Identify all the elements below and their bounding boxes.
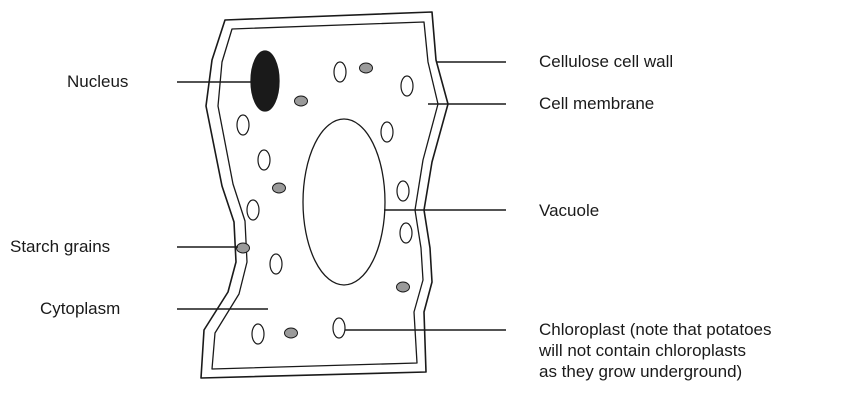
starch-grain: [273, 183, 286, 193]
nucleus-shape: [251, 51, 279, 111]
starch-grains-label: Starch grains: [10, 236, 110, 257]
starch-grain: [295, 96, 308, 106]
chloroplast: [400, 223, 412, 243]
chloroplast: [247, 200, 259, 220]
chloroplast: [381, 122, 393, 142]
cell-membrane-label: Cell membrane: [539, 93, 654, 114]
chloroplast: [401, 76, 413, 96]
chloroplast: [258, 150, 270, 170]
chloroplast-label: Chloroplast (note that potatoes will not…: [539, 319, 771, 382]
chloroplast: [237, 115, 249, 135]
chloroplast-label-line-1: Chloroplast (note that potatoes: [539, 319, 771, 340]
starch-grain: [285, 328, 298, 338]
cell-wall-outline: [201, 12, 448, 378]
chloroplast-label-line-2: will not contain chloroplasts: [539, 340, 771, 361]
leader-lines: [177, 62, 506, 330]
nucleus-label: Nucleus: [67, 71, 128, 92]
chloroplast: [270, 254, 282, 274]
chloroplast: [252, 324, 264, 344]
cytoplasm-label: Cytoplasm: [40, 298, 120, 319]
starch-grain: [397, 282, 410, 292]
vacuole-shape: [303, 119, 385, 285]
chloroplast: [397, 181, 409, 201]
chloroplast: [333, 318, 345, 338]
starch-grain: [360, 63, 373, 73]
chloroplast-label-line-3: as they grow underground): [539, 361, 771, 382]
starch-grain: [237, 243, 250, 253]
vacuole-label: Vacuole: [539, 200, 599, 221]
cell-wall-label: Cellulose cell wall: [539, 51, 673, 72]
chloroplast: [334, 62, 346, 82]
